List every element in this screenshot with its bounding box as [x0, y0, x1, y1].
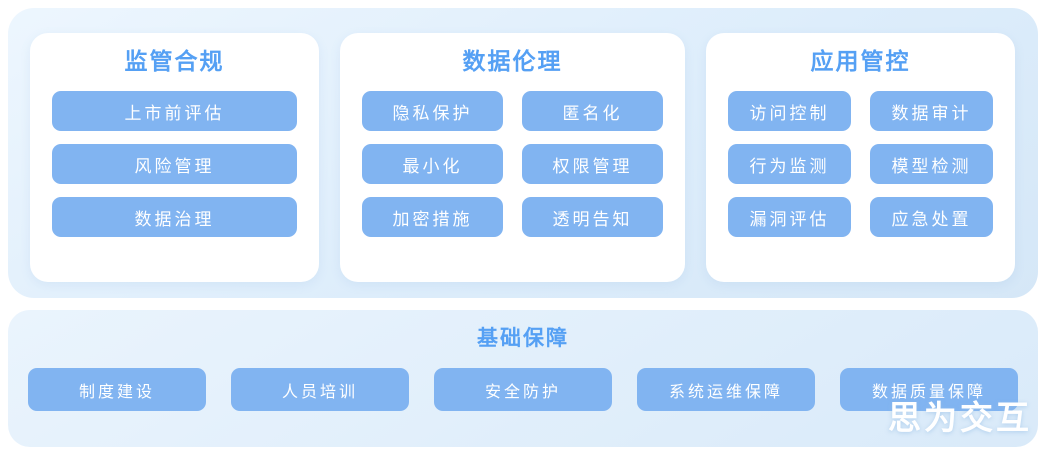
- node-grid: 访问控制 数据审计 行为监测 模型检测 漏洞评估 应急处置: [728, 91, 993, 237]
- node-list: 上市前评估 风险管理 数据治理: [52, 91, 297, 237]
- item-node: 访问控制: [728, 91, 851, 131]
- item-node: 隐私保护: [362, 91, 503, 131]
- item-node: 安全防护: [434, 368, 612, 411]
- section-card-application-control: 应用管控 访问控制 数据审计 行为监测 模型检测 漏洞评估 应急处置: [706, 33, 1015, 282]
- top-panel: 监管合规 上市前评估 风险管理 数据治理 数据伦理 隐私保护 匿名化 最小化 权…: [8, 8, 1038, 298]
- item-node: 数据质量保障: [840, 368, 1018, 411]
- item-node: 漏洞评估: [728, 197, 851, 237]
- foundation-node-row: 制度建设 人员培训 安全防护 系统运维保障 数据质量保障: [28, 368, 1018, 411]
- foundation-panel: 基础保障 制度建设 人员培训 安全防护 系统运维保障 数据质量保障: [8, 310, 1038, 447]
- item-node: 制度建设: [28, 368, 206, 411]
- item-node: 数据审计: [870, 91, 993, 131]
- section-title: 监管合规: [124, 48, 225, 74]
- item-node: 数据治理: [52, 197, 297, 237]
- item-node: 匿名化: [522, 91, 663, 131]
- item-node: 系统运维保障: [637, 368, 815, 411]
- item-node: 权限管理: [522, 144, 663, 184]
- section-card-regulatory-compliance: 监管合规 上市前评估 风险管理 数据治理: [30, 33, 319, 282]
- section-card-data-ethics: 数据伦理 隐私保护 匿名化 最小化 权限管理 加密措施 透明告知: [340, 33, 685, 282]
- section-title: 数据伦理: [462, 48, 563, 74]
- foundation-title: 基础保障: [477, 327, 569, 350]
- item-node: 加密措施: [362, 197, 503, 237]
- item-node: 风险管理: [52, 144, 297, 184]
- item-node: 人员培训: [231, 368, 409, 411]
- item-node: 上市前评估: [52, 91, 297, 131]
- section-title: 应用管控: [810, 48, 911, 74]
- item-node: 行为监测: [728, 144, 851, 184]
- item-node: 模型检测: [870, 144, 993, 184]
- item-node: 应急处置: [870, 197, 993, 237]
- item-node: 透明告知: [522, 197, 663, 237]
- node-grid: 隐私保护 匿名化 最小化 权限管理 加密措施 透明告知: [362, 91, 663, 237]
- item-node: 最小化: [362, 144, 503, 184]
